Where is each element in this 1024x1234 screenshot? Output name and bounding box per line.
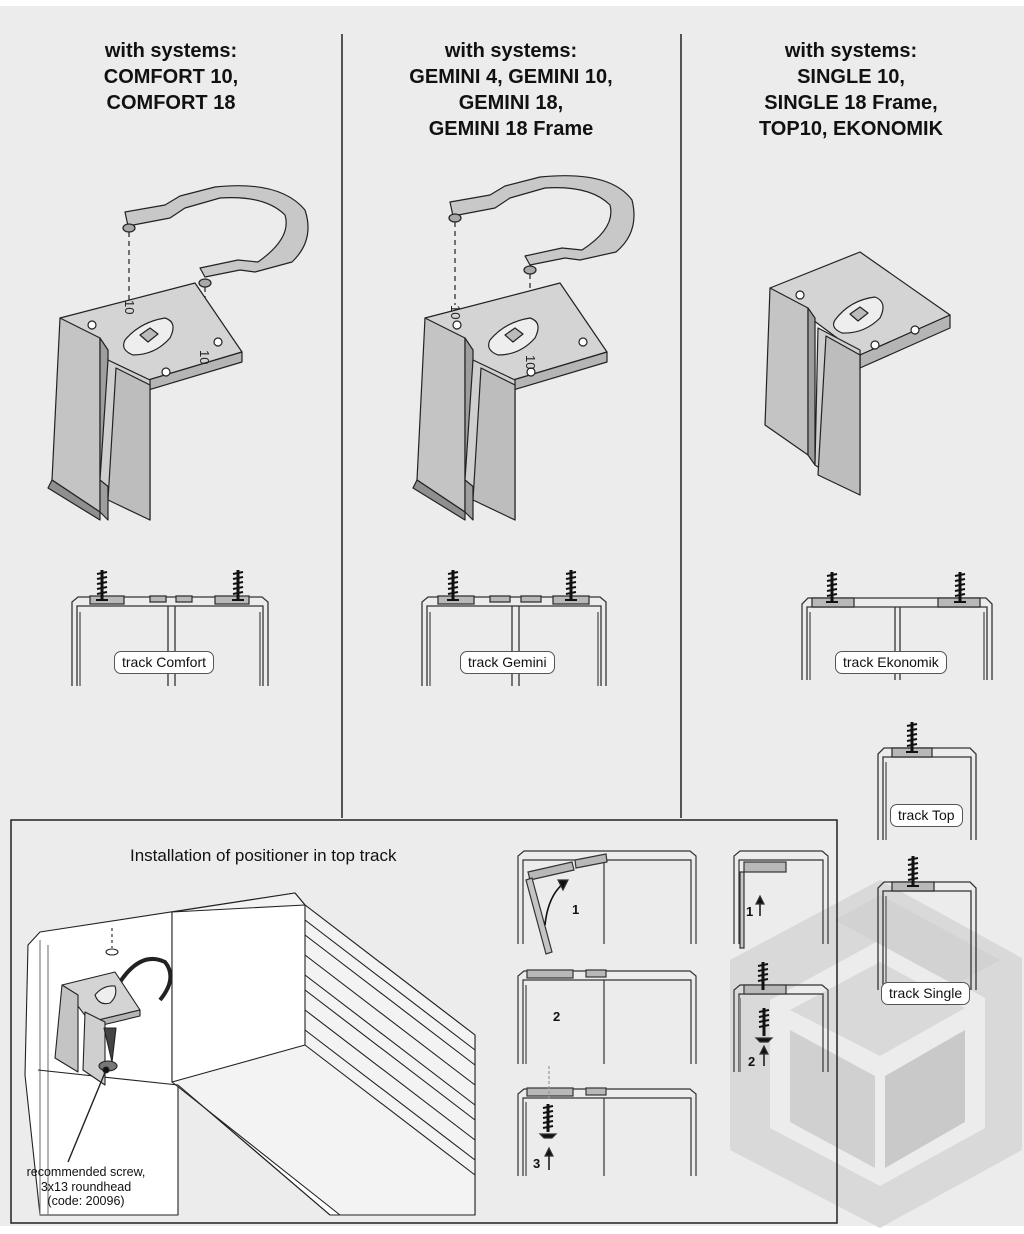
track-single-label: track Single: [881, 982, 971, 1005]
step-number-3: 3: [533, 1156, 540, 1171]
header-line: with systems:: [104, 40, 238, 62]
track-top-label: track Top: [890, 804, 963, 827]
header-comfort: with systems: COMFORT 10, COMFORT 18: [21, 38, 321, 116]
install-step-2-seat: [517, 969, 697, 1064]
step-number-2: 2: [553, 1009, 560, 1024]
header-line: COMFORT 10,: [103, 66, 239, 88]
bracket-mark-10-left: 10: [122, 300, 137, 314]
top-track-isometric-illustration: [24, 892, 476, 1216]
header-line: with systems:: [784, 40, 918, 62]
header-line: SINGLE 18 Frame,: [764, 92, 938, 114]
install-step-1-rotate: [517, 850, 697, 955]
track-gemini-label: track Gemini: [460, 651, 555, 674]
track-comfort-label: track Comfort: [114, 651, 215, 674]
header-line: COMFORT 18: [106, 92, 236, 114]
installation-box: [10, 819, 838, 1224]
bracket-mark-10-right: 10: [523, 355, 538, 369]
recommended-screw-note: recommended screw, 3x13 roundhead (code:…: [6, 1165, 166, 1209]
header-line: GEMINI 18 Frame: [428, 118, 594, 140]
install-side-step-1-lift: [733, 850, 829, 949]
header-line: GEMINI 18,: [458, 92, 564, 114]
gemini-bracket-illustration: [412, 175, 635, 521]
header-line: SINGLE 10,: [797, 66, 905, 88]
header-line: GEMINI 4, GEMINI 10,: [409, 66, 613, 88]
bracket-mark-10-right: 10: [197, 350, 212, 364]
header-line: with systems:: [444, 40, 578, 62]
install-step-3-screw: [517, 1066, 697, 1176]
install-side-step-2-screw: [733, 962, 829, 1072]
side-step-number-1: 1: [746, 904, 753, 919]
screw-note-line: (code: 20096): [47, 1194, 125, 1208]
screw-note-line: recommended screw,: [26, 1165, 146, 1179]
comfort-bracket-illustration: [47, 185, 309, 521]
side-step-number-2: 2: [748, 1054, 755, 1069]
header-gemini: with systems: GEMINI 4, GEMINI 10, GEMIN…: [361, 38, 661, 142]
track-ekonomik-label: track Ekonomik: [835, 651, 947, 674]
bracket-mark-10-left: 10: [448, 305, 463, 319]
step-number-1: 1: [572, 902, 579, 917]
installation-title: Installation of positioner in top track: [130, 846, 397, 865]
screw-note-line: 3x13 roundhead: [40, 1179, 132, 1194]
header-single: with systems: SINGLE 10, SINGLE 18 Frame…: [701, 38, 1001, 142]
header-line: TOP10, EKONOMIK: [758, 118, 944, 140]
single-bracket-illustration: [764, 251, 951, 496]
